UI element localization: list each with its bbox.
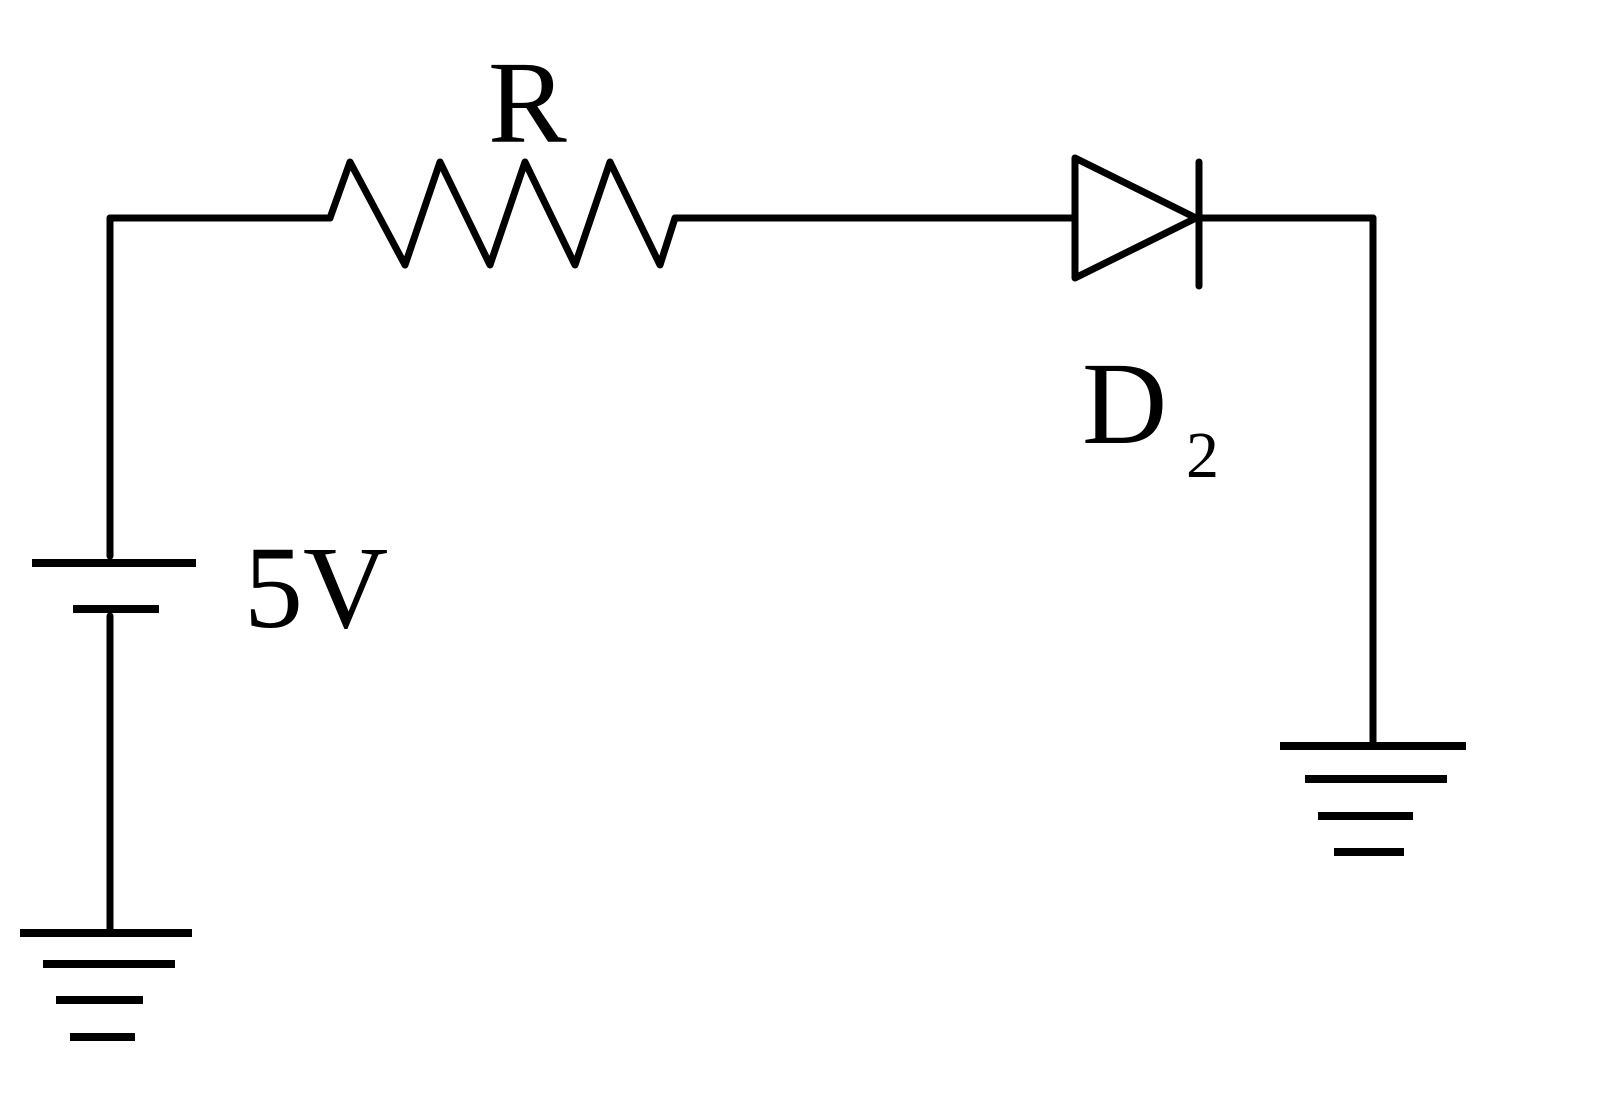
ground-left-symbol — [20, 929, 192, 1041]
diode-triangle — [1071, 154, 1200, 282]
resistor-label: R — [488, 37, 567, 168]
diode-label-subscript: 2 — [1186, 419, 1219, 492]
resistor — [326, 158, 679, 269]
ground-right-symbol — [1280, 742, 1466, 856]
source-voltage-label: 5V — [244, 522, 388, 653]
diode-label: D — [1082, 338, 1167, 469]
